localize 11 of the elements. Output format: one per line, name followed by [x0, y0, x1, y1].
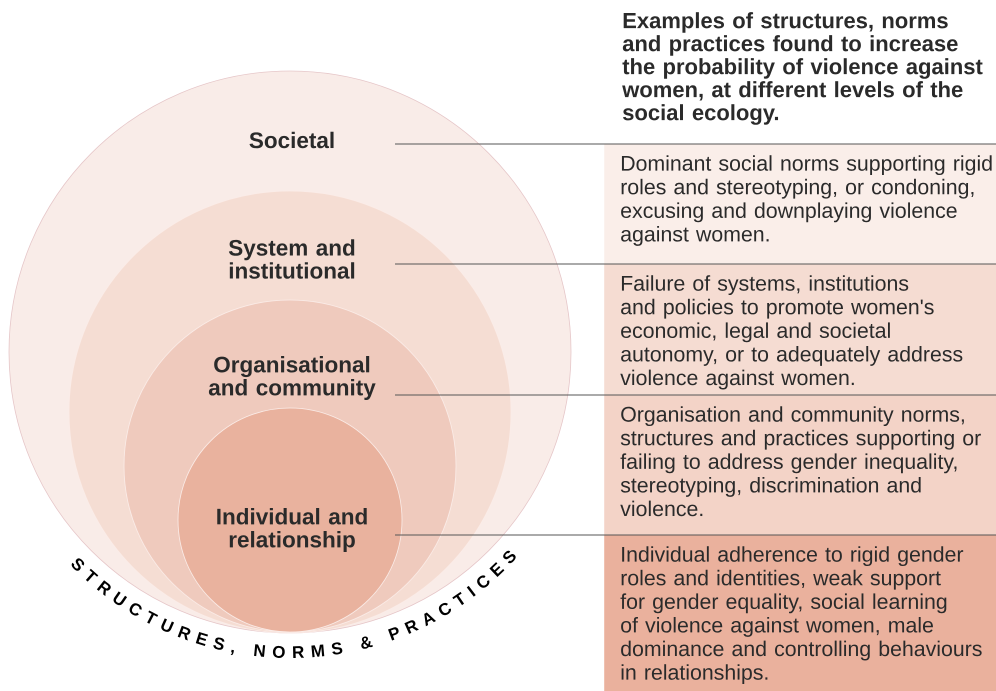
description-panel: Failure of systems, institutions and policies to promote women's economic, legal and societal autonomy, or to adequately address violence against women. [604, 264, 996, 396]
level-label: Organisational and community [208, 356, 376, 400]
level-label: Individual and relationship [217, 508, 367, 552]
description-panel: Individual adherence to rigid gender roles and identities, weak support for gender equality, social learning of violence against women, male dominance and controlling behaviours in relationships. [604, 535, 996, 691]
leader-line [394, 534, 996, 536]
description-panel: Dominant social norms supporting rigid roles and stereotyping, or condoning, excusing and downplaying violence against women. [604, 144, 996, 264]
leader-line [394, 394, 996, 396]
level-label: System and institutional [228, 239, 354, 279]
description-panel: Organisation and community norms, structures and practices supporting or failing to address gender inequality, stereotyping, discrimination and violence. [604, 395, 996, 536]
level-label: Societal [250, 132, 334, 148]
heading: Examples of structures, norms and practices found to increase the probability of violence against women, at different levels of the social ecology. [622, 12, 983, 125]
